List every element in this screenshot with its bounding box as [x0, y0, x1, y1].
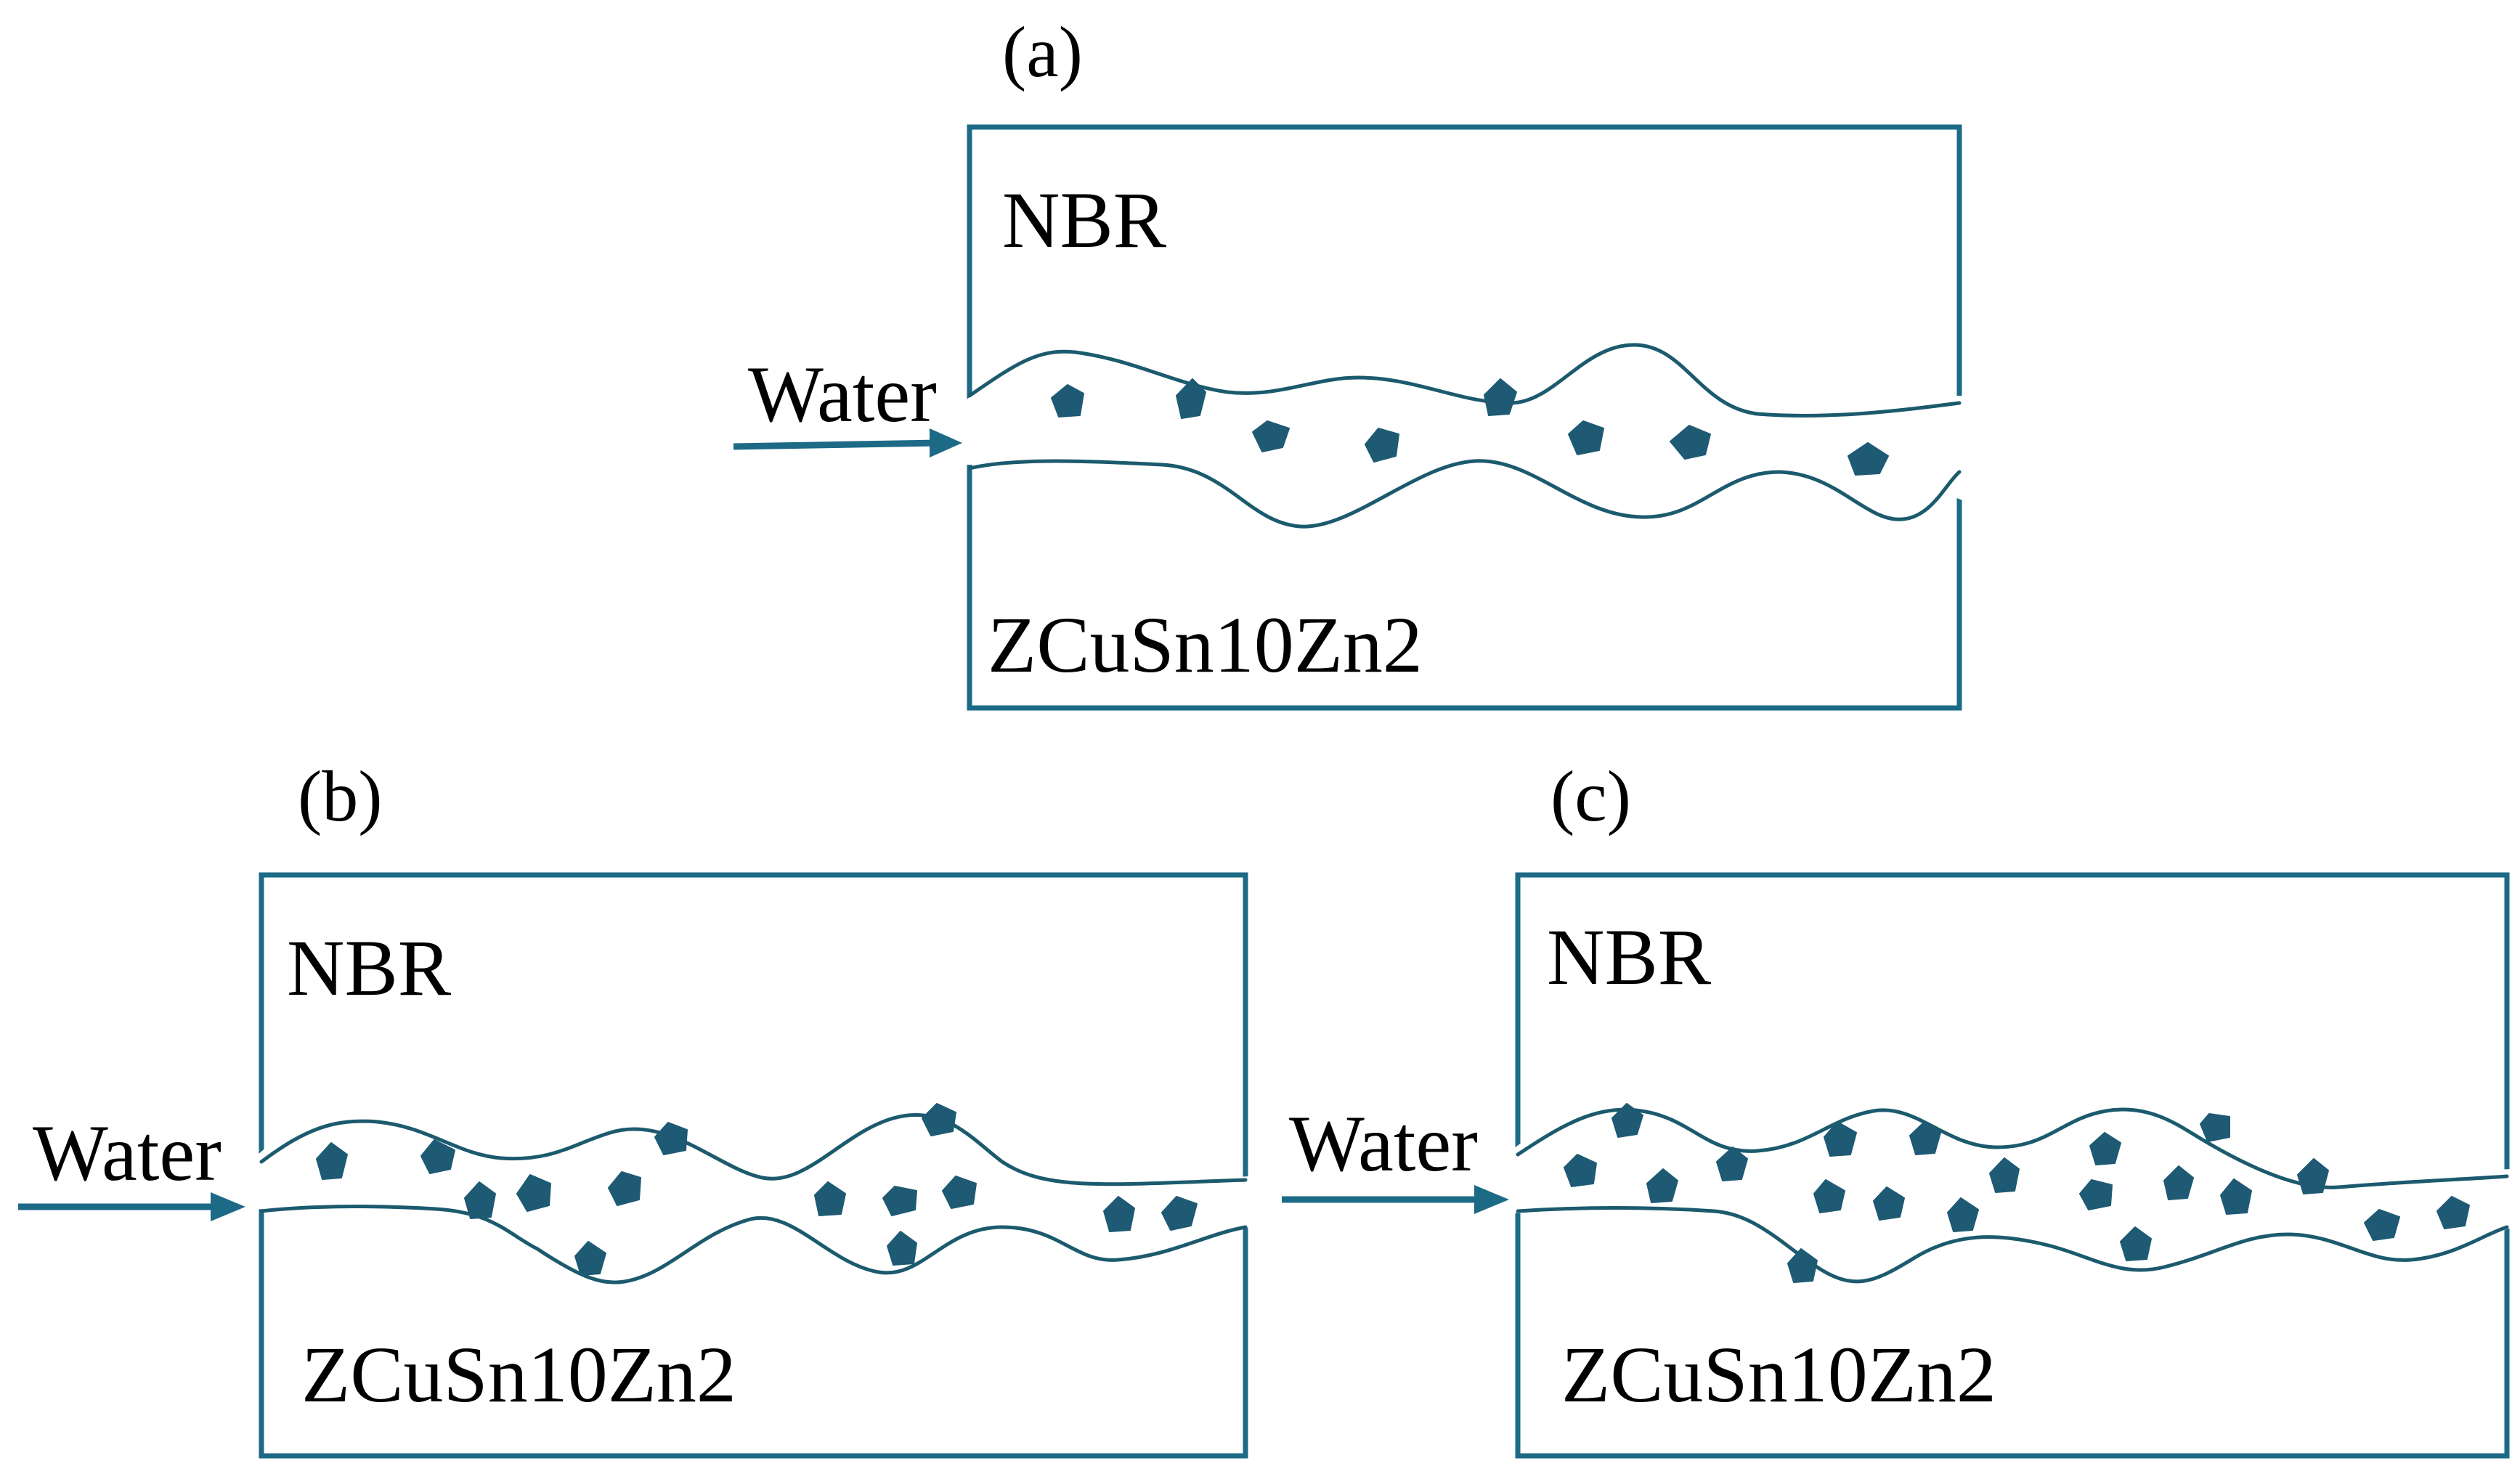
panel-b: (b) NBR ZCuSn10Zn2 Water: [18, 756, 1249, 1459]
pentagon-icon: [1161, 1196, 1198, 1231]
pentagon-icon: [1873, 1186, 1905, 1221]
pentagon-icon: [1947, 1197, 1979, 1232]
flow-arrow-c: Water: [1282, 1099, 1509, 1214]
pentagon-icon: [1716, 1147, 1748, 1181]
pentagon-icon: [2364, 1209, 2400, 1241]
contact-interface-a: [959, 343, 1964, 529]
bottom-surface-c: [1516, 1206, 2509, 1284]
bottom-material-label-c: ZCuSn10Zn2: [1561, 1330, 1996, 1419]
top-material-label-c: NBR: [1547, 913, 1712, 1001]
pentagon-icon: [887, 1231, 917, 1266]
top-material-label-a: NBR: [1002, 176, 1167, 264]
flow-arrow-a: Water: [733, 350, 962, 457]
pentagon-icon: [1252, 420, 1290, 452]
particles-c: [1564, 1103, 2470, 1283]
pentagon-icon: [2079, 1179, 2113, 1210]
pentagon-icon: [574, 1241, 606, 1276]
arrow-head-icon: [211, 1192, 245, 1221]
pentagon-icon: [516, 1174, 551, 1212]
pentagon-icon: [882, 1186, 917, 1216]
particles-b: [316, 1103, 1198, 1276]
particles-a: [1051, 378, 1889, 476]
pentagon-icon: [2120, 1226, 2152, 1261]
bottom-surface-a: [967, 459, 1962, 529]
top-surface-b: [259, 1112, 1248, 1186]
panel-a: (a) NBR ZCuSn10Zn2 Water: [733, 12, 1964, 711]
pentagon-icon: [942, 1176, 977, 1209]
arrow-right-icon: [733, 439, 938, 450]
contact-interface-b: [251, 1101, 1249, 1286]
arrow-head-icon: [1474, 1185, 1509, 1214]
pentagon-icon: [464, 1181, 496, 1219]
pentagon-icon: [1051, 384, 1084, 418]
pentagon-icon: [608, 1171, 641, 1206]
pentagon-icon: [2297, 1158, 2329, 1194]
pentagon-icon: [1989, 1157, 2020, 1193]
bottom-surface-b: [259, 1205, 1248, 1284]
arrow-head-icon: [930, 428, 962, 457]
pentagon-icon: [2089, 1132, 2121, 1165]
pentagon-icon: [316, 1142, 348, 1180]
panel-label-a: (a): [1002, 12, 1083, 92]
pentagon-icon: [1787, 1248, 1818, 1283]
pentagon-icon: [814, 1181, 846, 1216]
pentagon-icon: [1564, 1154, 1597, 1187]
pentagon-icon: [2220, 1178, 2252, 1215]
pentagon-icon: [1909, 1121, 1941, 1155]
pentagon-icon: [1848, 442, 1889, 476]
panel-label-c: (c): [1550, 756, 1631, 836]
top-material-label-b: NBR: [287, 924, 452, 1012]
panel-label-b: (b): [298, 756, 383, 836]
pentagon-icon: [2436, 1196, 2470, 1229]
pentagon-icon: [1103, 1196, 1135, 1232]
flow-label-b: Water: [33, 1109, 221, 1197]
pentagon-icon: [1646, 1168, 1678, 1203]
flow-arrow-b: Water: [18, 1109, 245, 1221]
flow-label-a: Water: [748, 350, 937, 439]
pentagon-icon: [922, 1103, 956, 1136]
bottom-material-label-a: ZCuSn10Zn2: [988, 600, 1423, 689]
flow-label-c: Water: [1289, 1099, 1478, 1188]
pentagon-icon: [1824, 1121, 1857, 1157]
pentagon-icon: [1813, 1179, 1845, 1213]
pentagon-icon: [654, 1122, 688, 1155]
top-surface-a: [967, 343, 1962, 418]
pentagon-icon: [1611, 1103, 1643, 1138]
panel-c: (c) NB: [1282, 756, 2513, 1459]
pentagon-icon: [1670, 425, 1711, 460]
pentagon-icon: [1365, 428, 1399, 463]
pentagon-icon: [1176, 378, 1206, 419]
pentagon-icon: [420, 1139, 455, 1174]
pentagon-icon: [2200, 1113, 2230, 1142]
pentagon-icon: [1484, 378, 1517, 416]
pentagon-icon: [2163, 1165, 2194, 1200]
pentagon-icon: [1568, 420, 1604, 455]
bottom-material-label-b: ZCuSn10Zn2: [301, 1330, 736, 1419]
